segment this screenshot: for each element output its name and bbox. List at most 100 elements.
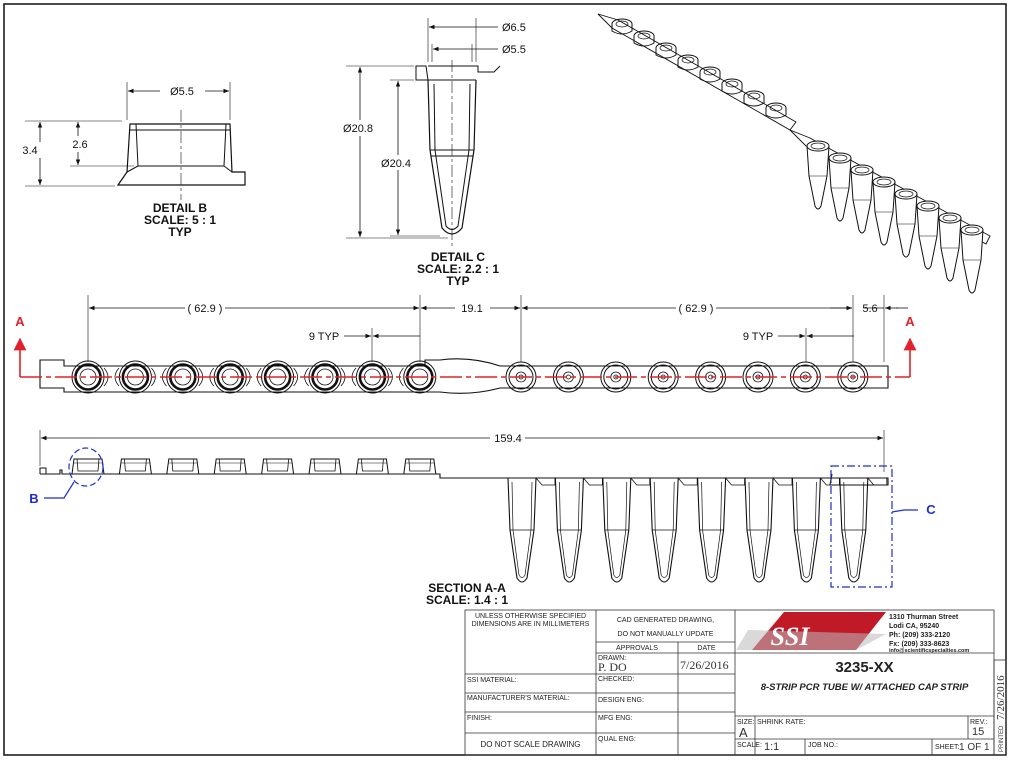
printed-label: PRINTED [999, 725, 1005, 752]
checked-label: CHECKED: [598, 676, 635, 683]
overall-length-label: 159.4 [494, 433, 522, 445]
iso-cap [611, 18, 633, 35]
shrink-label: SHRINK RATE: [757, 719, 806, 726]
fax-line: Fx: (209) 333-8623 [889, 641, 950, 648]
section-tube-profiles [507, 477, 888, 583]
units-note-line-1: UNLESS OTHERWISE SPECIFIED [474, 613, 587, 620]
section-cap [71, 458, 105, 475]
mfg-eng-label: MFG ENG: [598, 715, 633, 722]
address-line-1: 1310 Thurman Street [889, 614, 959, 621]
design-eng-label: DESIGN ENG: [598, 697, 644, 704]
iso-cap [655, 42, 677, 59]
section-marker-left: A [15, 314, 25, 329]
detail-b-callout-label: B [29, 491, 38, 506]
section-tube [649, 477, 698, 583]
section-cap [166, 458, 200, 475]
iso-tube [916, 200, 940, 270]
detail-c-scale: SCALE: 2.2 : 1 [417, 262, 499, 276]
dim-mid-label: 19.1 [461, 303, 482, 315]
section-tube [554, 477, 603, 583]
detail-c-callout [830, 465, 918, 588]
detail-c-len-outer: Ø20.8 [343, 123, 373, 135]
detail-c-callout-label: C [926, 502, 936, 517]
iso-tube [960, 224, 984, 294]
units-note-line-2: DIMENSIONS ARE IN MILLIMETERS [471, 621, 590, 628]
pitch-right-label: 9 TYP [743, 331, 773, 343]
sheet-value: 1 OF 1 [959, 742, 990, 753]
section-tube [697, 477, 745, 583]
detail-b-scale: SCALE: 5 : 1 [144, 213, 216, 227]
finish-label: FINISH: [467, 715, 492, 722]
phone-line: Ph: (209) 333-2120 [889, 632, 951, 639]
section-marker-right: A [905, 314, 915, 329]
sheet-label: SHEET: [935, 744, 960, 751]
date-label: DATE [697, 645, 716, 652]
iso-tube [894, 188, 918, 258]
iso-tube [872, 176, 896, 246]
cad-note-line-2: DO NOT MANUALLY UPDATE [617, 631, 714, 638]
section-cap [118, 458, 152, 475]
detail-b-total-label: 3.4 [22, 145, 37, 157]
section-cap-profiles [71, 458, 437, 475]
detail-b-inner-label: 2.6 [72, 139, 87, 151]
cad-note-line-1: CAD GENERATED DRAWING, [616, 617, 715, 624]
scale-label: SCALE: [737, 742, 762, 749]
ssi-logo: SSI [736, 612, 886, 651]
detail-b-view [25, 82, 246, 200]
dim-left-label: ( 62.9 ) [188, 303, 223, 315]
scale-value: 1:1 [764, 741, 780, 753]
logo-text: SSI [770, 622, 810, 651]
detail-c-dia-inner: Ø5.5 [502, 44, 526, 56]
size-value: A [739, 725, 748, 740]
iso-tube-web [789, 129, 991, 245]
email-line: info@scientificspecialties.com [889, 648, 970, 654]
job-label: JOB NO.: [808, 742, 838, 749]
section-aa-scale: SCALE: 1.4 : 1 [426, 593, 508, 607]
section-aa-title: SECTION A-A [428, 581, 506, 595]
iso-tube [828, 152, 852, 222]
detail-b-callout [44, 447, 104, 499]
section-a-a-view [39, 430, 889, 486]
section-cap [308, 458, 342, 475]
drawn-value: P. DO [598, 660, 627, 674]
detail-c-view [346, 18, 501, 248]
section-tube [744, 477, 793, 583]
section-tube [507, 477, 556, 583]
qual-eng-label: QUAL ENG: [598, 736, 636, 743]
printed-date: 7/26/2016 [995, 675, 1007, 720]
detail-c-len-inner: Ø20.4 [381, 158, 411, 170]
section-tube [602, 477, 651, 583]
section-line-a-a [13, 337, 917, 378]
section-tube [839, 477, 888, 583]
part-description: 8-STRIP PCR TUBE W/ ATTACHED CAP STRIP [760, 682, 969, 693]
do-not-scale-note: DO NOT SCALE DRAWING [480, 740, 581, 749]
iso-tube [850, 164, 874, 234]
section-cap [213, 458, 247, 475]
iso-tube [938, 212, 962, 282]
drawn-date: 7/26/2016 [680, 658, 729, 672]
printed-tab [993, 659, 1007, 756]
section-cap [355, 458, 389, 475]
section-cap [261, 458, 295, 475]
size-label: SIZE: [737, 719, 755, 726]
mfr-material-label: MANUFACTURER'S MATERIAL: [467, 695, 570, 702]
rev-label: REV.: [970, 719, 988, 726]
detail-c-title: DETAIL C [431, 250, 486, 264]
detail-b-dia-label: Ø5.5 [170, 86, 194, 98]
iso-cap [765, 102, 787, 119]
iso-cap [743, 90, 765, 107]
dim-right-label: ( 62.9 ) [679, 303, 714, 315]
rev-value: 15 [972, 726, 985, 738]
detail-c-typ: TYP [446, 274, 469, 288]
ssi-material-label: SSI MATERIAL: [467, 677, 517, 684]
pitch-left-label: 9 TYP [309, 331, 339, 343]
iso-cap [699, 66, 721, 83]
section-tube [791, 477, 840, 583]
iso-cap-web [597, 13, 797, 131]
address-line-2: Lodi CA, 95240 [889, 623, 940, 630]
approvals-label: APPROVALS [616, 645, 658, 652]
detail-b-typ: TYP [168, 225, 191, 239]
title-block-grid [464, 609, 995, 756]
dim-end-label: 5.6 [862, 303, 877, 315]
